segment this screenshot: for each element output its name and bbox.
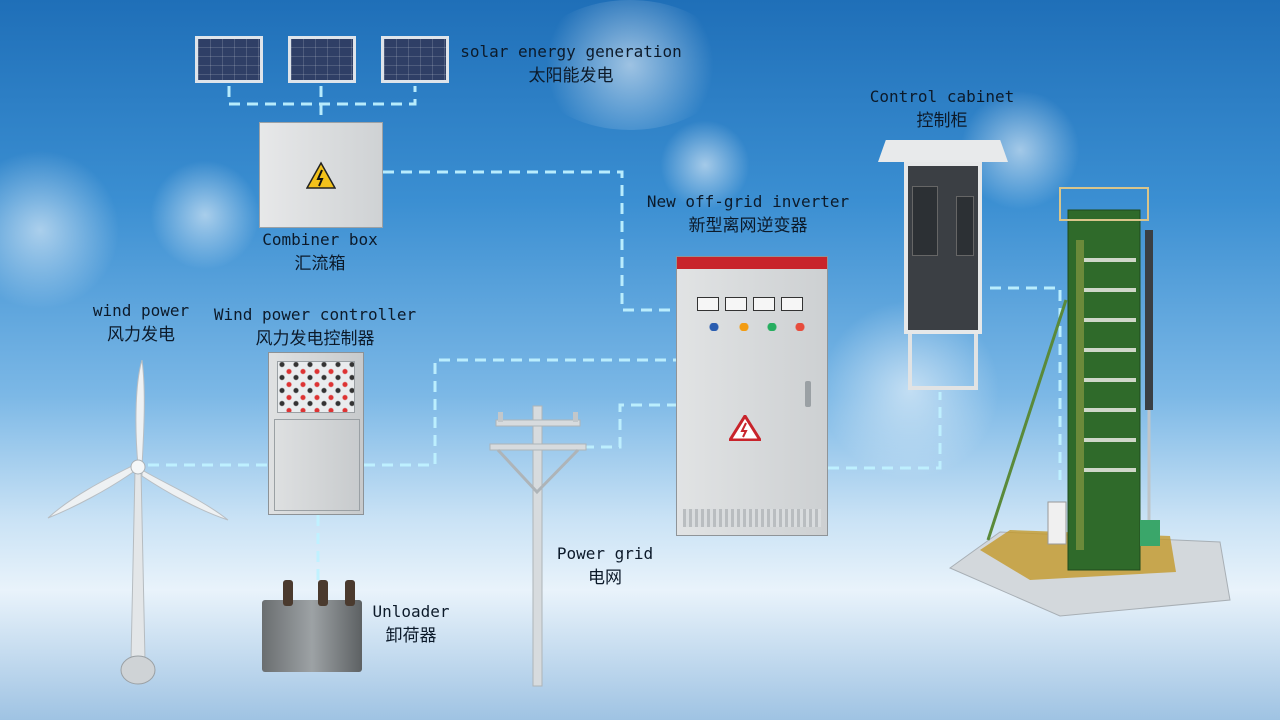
- combiner-box: [259, 122, 383, 228]
- unloader-label-en: Unloader: [372, 602, 450, 621]
- bokeh-light: [530, 0, 730, 130]
- unloader-label: Unloader 卸荷器: [364, 599, 458, 649]
- unloader-insulator: [318, 580, 328, 606]
- combiner-label: Combiner box 汇流箱: [250, 227, 390, 277]
- unloader-insulator: [283, 580, 293, 606]
- inverter-handle: [805, 381, 811, 407]
- unloader-label-cn: 卸荷器: [385, 626, 437, 646]
- solar-panel-3: [381, 36, 449, 83]
- inverter-label-cn: 新型离网逆变器: [688, 216, 808, 236]
- controller-label: Wind power controller 风力发电控制器: [204, 302, 426, 352]
- inverter-indicator-lights: [701, 323, 805, 331]
- solar-label: solar energy generation 太阳能发电: [455, 39, 687, 89]
- inverter-vent: [683, 509, 821, 527]
- inverter-meter-2: [725, 297, 747, 311]
- cabinet-vfd-unit: [956, 196, 974, 256]
- inverter-meter-1: [697, 297, 719, 311]
- bokeh-light: [150, 160, 260, 270]
- solar-label-cn: 太阳能发电: [528, 66, 614, 86]
- wind-label-cn: 风力发电: [107, 325, 175, 345]
- grid-label-cn: 电网: [588, 568, 622, 588]
- power-pole: [489, 405, 587, 687]
- off-grid-inverter: [676, 256, 828, 536]
- unloader-insulator: [345, 580, 355, 606]
- grid-label: Power grid 电网: [548, 541, 662, 591]
- cabinet-vfd-unit: [912, 186, 938, 256]
- inverter-meter-4: [781, 297, 803, 311]
- cabinet-roof: [878, 140, 1008, 162]
- warning-icon: [306, 161, 336, 189]
- cabinet-label: Control cabinet 控制柜: [862, 84, 1022, 134]
- wind-label: wind power 风力发电: [82, 298, 200, 348]
- pumping-unit-tower: [948, 187, 1231, 617]
- high-voltage-warning-icon: [729, 415, 761, 441]
- combiner-label-en: Combiner box: [262, 230, 378, 249]
- combiner-label-cn: 汇流箱: [294, 254, 346, 274]
- cabinet-label-cn: 控制柜: [916, 111, 968, 131]
- control-cabinet: [878, 140, 1008, 392]
- solar-panel-1: [195, 36, 263, 83]
- inverter-meter-3: [753, 297, 775, 311]
- controller-label-en: Wind power controller: [213, 305, 417, 324]
- wind-label-en: wind power: [92, 301, 190, 320]
- inverter-label: New off-grid inverter 新型离网逆变器: [636, 189, 860, 239]
- unloader-transformer: [262, 600, 362, 672]
- cabinet-label-en: Control cabinet: [869, 87, 1015, 106]
- solar-panel-2: [288, 36, 356, 83]
- inverter-header-strip: [677, 257, 827, 269]
- wind-controller-cabinet: [268, 352, 364, 515]
- controller-switch-panel: [277, 361, 355, 413]
- cabinet-base: [908, 334, 978, 390]
- bokeh-light: [660, 120, 750, 210]
- inverter-label-en: New off-grid inverter: [646, 192, 850, 211]
- controller-door-panel: [274, 419, 360, 511]
- controller-label-cn: 风力发电控制器: [255, 329, 375, 349]
- solar-label-en: solar energy generation: [460, 42, 682, 61]
- grid-label-en: Power grid: [556, 544, 654, 563]
- wind-turbine: [47, 360, 229, 685]
